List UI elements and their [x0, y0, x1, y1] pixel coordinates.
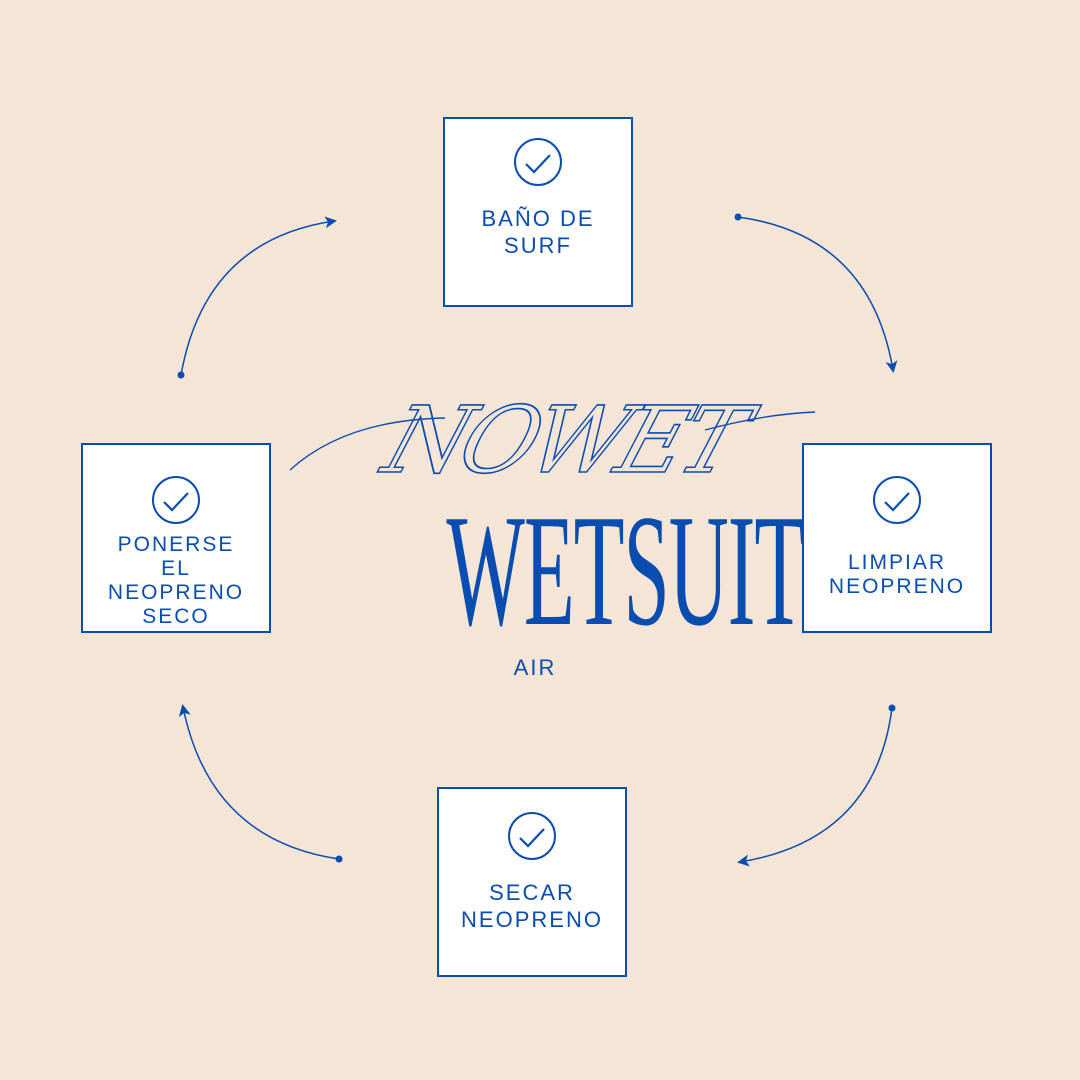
brand-title-text: WETSUIT — [446, 481, 805, 659]
step-card-secar-neopreno: SECAR NEOPRENO — [437, 787, 627, 977]
brand-title: WETSUIT — [446, 490, 805, 650]
brand-script-logo: NOWET — [289, 400, 816, 495]
arrow-left-to-top — [177, 216, 337, 379]
check-circle-icon — [508, 812, 556, 860]
arrow-right-to-bottom — [737, 704, 896, 867]
check-circle-icon — [152, 476, 200, 524]
check-circle-icon — [514, 138, 562, 186]
step-card-bano-de-surf: BAÑO DE SURF — [443, 117, 633, 307]
step-label: SECAR NEOPRENO — [461, 880, 603, 932]
step-label: BAÑO DE SURF — [481, 206, 595, 258]
brand-subtitle: AIR — [513, 655, 557, 680]
arrow-bottom-to-left — [178, 704, 343, 863]
step-label: LIMPIAR NEOPRENO — [828, 551, 966, 598]
check-circle-icon — [873, 476, 921, 524]
brand-script-text: NOWET — [370, 400, 768, 494]
step-label: PONERSE EL NEOPRENO SECO — [107, 533, 245, 628]
step-card-ponerse-el-neopreno-seco: PONERSE EL NEOPRENO SECO — [81, 443, 271, 633]
step-card-limpiar-neopreno: LIMPIAR NEOPRENO — [802, 443, 992, 633]
arrow-top-to-right — [734, 213, 898, 373]
